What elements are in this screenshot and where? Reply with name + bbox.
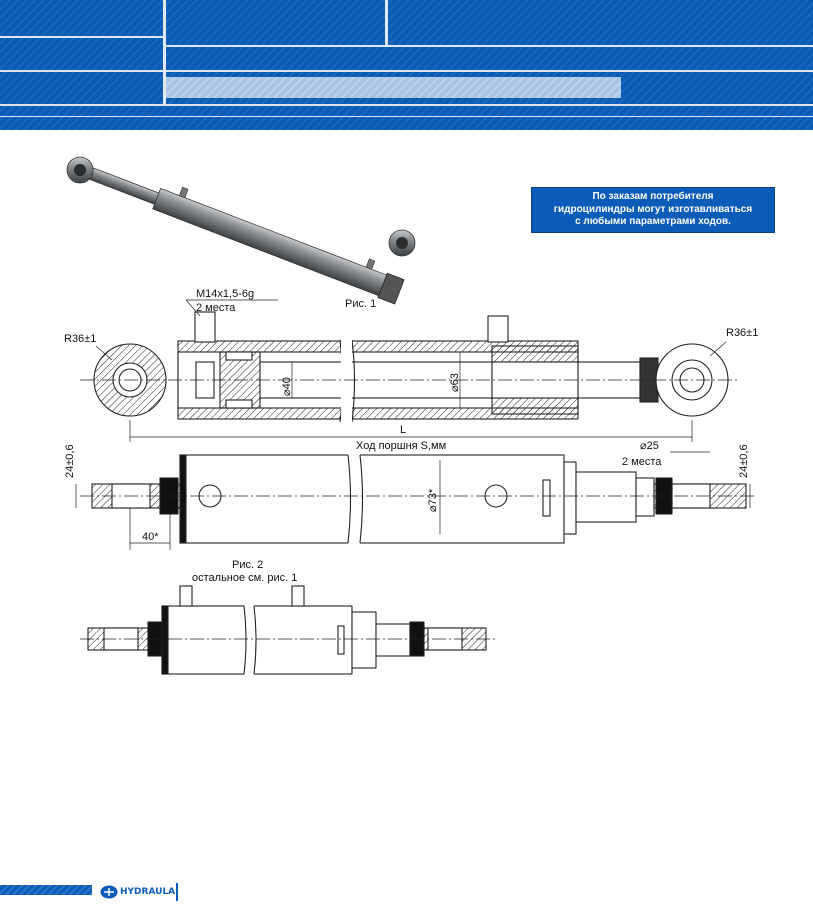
bore-diameter-label: ⌀63 [449,373,461,392]
header-divider [166,45,813,47]
header-banner [0,0,813,130]
company-logo: HYDRAULA [100,883,175,901]
drawing-labels: М14х1,5-6g 2 места Рис. 1 R36±1 R36±1 ⌀4… [64,288,758,584]
fig1-caption: Рис. 1 [345,298,376,310]
figure-2-view [80,585,495,677]
stroke-label: Ход поршня S,мм [356,440,446,452]
width-left-label: 24±0,6 [64,444,76,478]
note-line-2: гидроцилиндры могут изготавливаться [553,203,753,215]
radius-right-label: R36±1 [726,327,758,339]
figure-1-section [80,299,740,442]
note-line-3: с любыми параметрами ходов. [575,216,731,228]
logo-emblem-icon [100,885,118,899]
custom-stroke-note: По заказам потребителя гидроцилиндры мог… [531,187,775,233]
fig2-note: остальное см. рис. 1 [192,572,297,584]
logo-text: HYDRAULA [120,887,176,897]
length-label: L [400,424,406,436]
header-column-divider [385,0,388,47]
header-column-divider [163,0,166,104]
note-line-1: По заказам потребителя [592,191,714,203]
cylinder-render [66,156,416,305]
offset-label: 40* [142,531,159,543]
figure-1-side-view [75,451,755,550]
footer-bar [0,885,92,895]
rod-diameter-label: ⌀40 [281,377,293,396]
header-divider [0,104,813,106]
width-right-label: 24±0,6 [738,444,750,478]
header-highlight-bar [166,77,621,98]
radius-left-label: R36±1 [64,333,96,345]
body-diameter-label: ⌀73* [427,488,439,512]
header-divider [0,36,163,38]
header-divider [0,116,813,117]
header-divider [0,70,813,72]
footer-separator [176,883,178,901]
fig2-caption: Рис. 2 [232,559,263,571]
pin-qty-label: 2 места [622,456,662,468]
thread-qty-label: 2 места [196,302,236,314]
thread-label: М14х1,5-6g [196,288,254,300]
pin-diameter-label: ⌀25 [640,440,659,452]
